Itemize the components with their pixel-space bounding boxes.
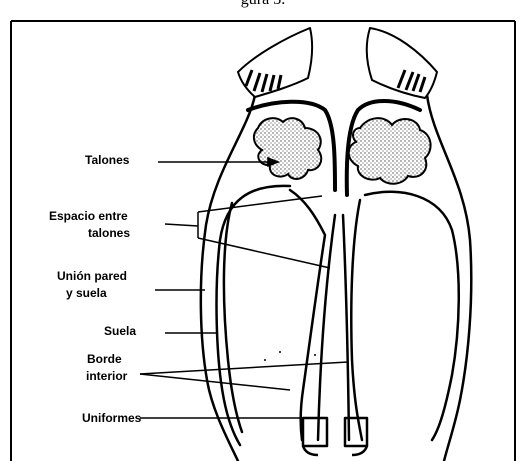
hoof-wall-right xyxy=(427,95,471,461)
label-borde-line2: interior xyxy=(86,368,127,384)
label-suela: Suela xyxy=(104,323,136,339)
right-sole-lobe xyxy=(365,192,459,440)
hoof-wall-left xyxy=(201,95,255,461)
frog-right-edge xyxy=(343,215,349,440)
label-talones: Talones xyxy=(85,152,129,168)
left-sole-inner-wall xyxy=(224,203,242,432)
right-sole-inner xyxy=(351,200,362,440)
label-borde-line1: Borde xyxy=(87,351,122,367)
right-talon-blob xyxy=(349,118,431,184)
left-talon-blob xyxy=(254,118,321,179)
label-union-line1: Unión pared xyxy=(57,268,127,284)
label-uniformes: Uniformes xyxy=(82,410,141,426)
label-union-line2: y suela xyxy=(66,285,107,301)
left-heel-bulb xyxy=(238,28,312,97)
frog-left-edge xyxy=(318,215,335,440)
right-heel-bulb xyxy=(367,28,437,98)
label-espacio-line1: Espacio entre xyxy=(49,208,128,224)
label-espacio-line2: talones xyxy=(88,225,130,241)
uniformes-band-left xyxy=(303,418,327,446)
